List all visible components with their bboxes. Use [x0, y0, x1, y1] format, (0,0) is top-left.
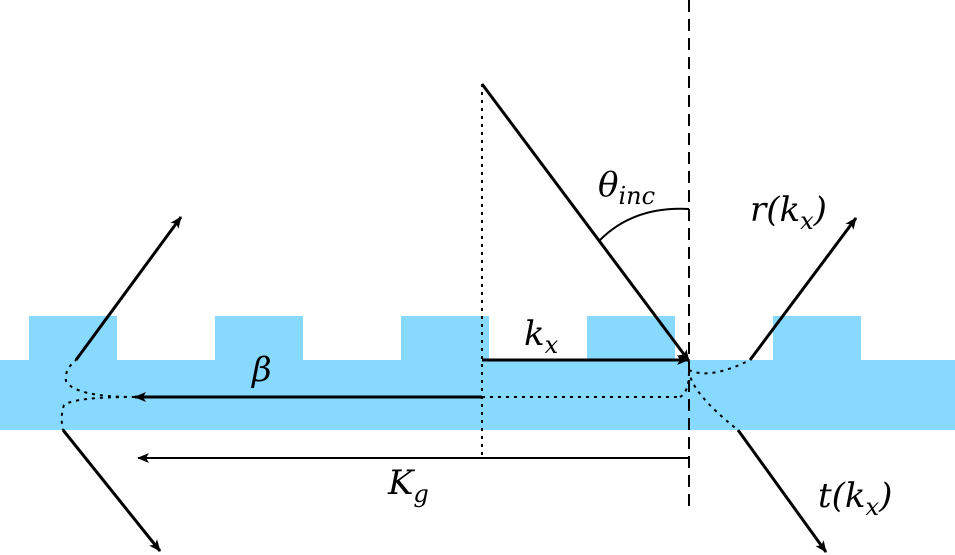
grating-tooth-2	[215, 316, 303, 360]
left-upward-beam-arrow	[74, 216, 183, 361]
incidence-angle-arc	[599, 207, 690, 241]
transmission-coefficient-label: t(kx)	[818, 476, 892, 521]
transmitted-beam-arrow	[736, 429, 828, 553]
left-dotted-curve-up	[64, 359, 136, 398]
incident-beam-arrow	[480, 83, 691, 362]
grating-tooth-5	[773, 316, 861, 360]
grating-waveguide	[0, 316, 955, 430]
kg-label: Kg	[387, 463, 429, 508]
grating-tooth-3	[401, 316, 489, 360]
beta-label: β	[250, 350, 272, 390]
waveguide-slab	[0, 360, 955, 430]
mode-dotted-curve-right	[679, 371, 690, 398]
left-dotted-curve-down	[60, 396, 136, 431]
theta-inc-label: θinc	[598, 165, 655, 210]
reflected-beam-arrow	[748, 217, 858, 361]
reflection-coefficient-label: r(kx)	[750, 190, 827, 235]
reflection-dotted-curve	[688, 359, 751, 375]
kx-label: kx	[524, 314, 559, 359]
left-downward-beam-arrow	[61, 429, 162, 552]
